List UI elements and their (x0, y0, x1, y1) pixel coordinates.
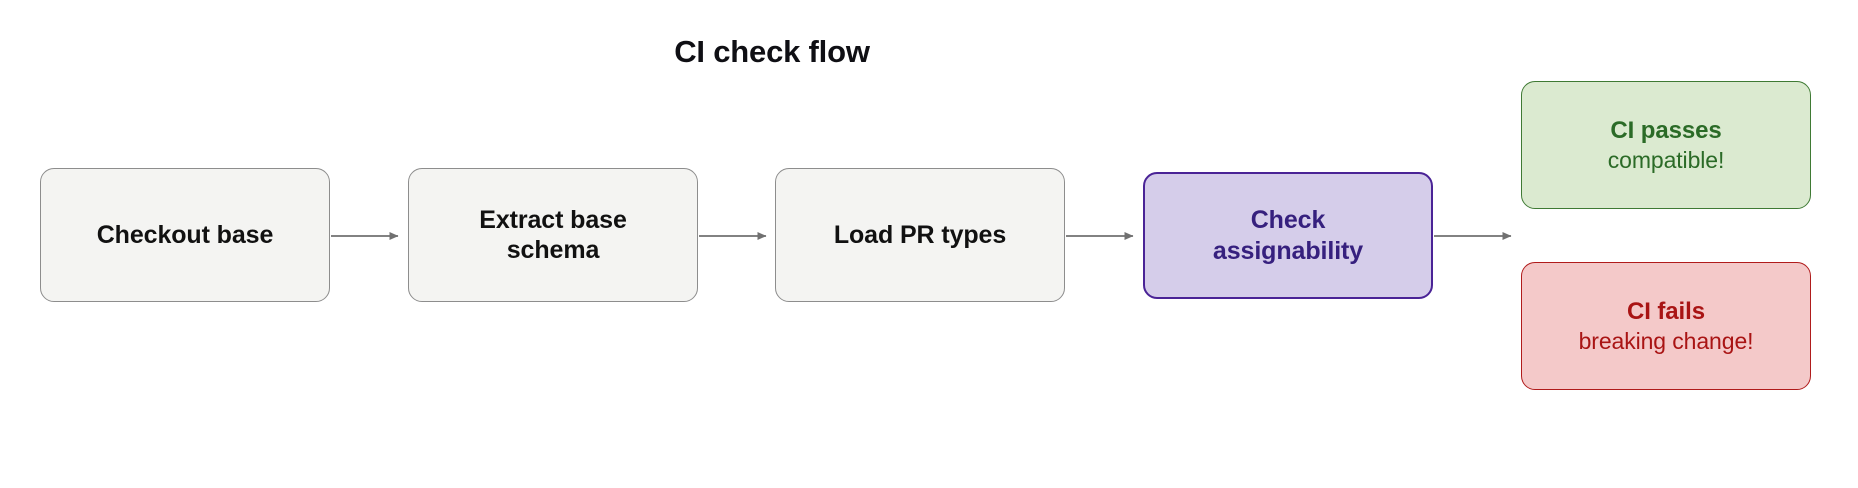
node-check-assignability-label-line1: Check (1250, 206, 1326, 234)
node-load-pr-types-label: Load PR types (833, 220, 1007, 249)
node-ci-passes-label-line1: CI passes (1610, 117, 1722, 145)
node-check-assignability[interactable]: Check assignability (1143, 172, 1433, 299)
node-check-assignability-label-line2: assignability (1212, 236, 1364, 265)
node-ci-fails-label-line2: breaking change! (1578, 327, 1754, 354)
node-extract-base-schema-label-line1: Extract base (479, 205, 627, 234)
page-title: CI check flow (0, 34, 1858, 70)
node-extract-base-schema[interactable]: Extract base schema (408, 168, 698, 302)
node-ci-fails-label-line1: CI fails (1627, 298, 1705, 326)
node-ci-passes[interactable]: CI passes compatible! (1521, 81, 1811, 209)
node-load-pr-types[interactable]: Load PR types (775, 168, 1065, 302)
node-ci-passes-label-line2: compatible! (1607, 146, 1725, 173)
node-ci-fails[interactable]: CI fails breaking change! (1521, 262, 1811, 390)
diagram-title-text: CI check flow (674, 34, 870, 69)
node-extract-base-schema-label-line2: schema (506, 236, 600, 264)
node-checkout-base[interactable]: Checkout base (40, 168, 330, 302)
node-checkout-base-label: Checkout base (96, 220, 274, 249)
